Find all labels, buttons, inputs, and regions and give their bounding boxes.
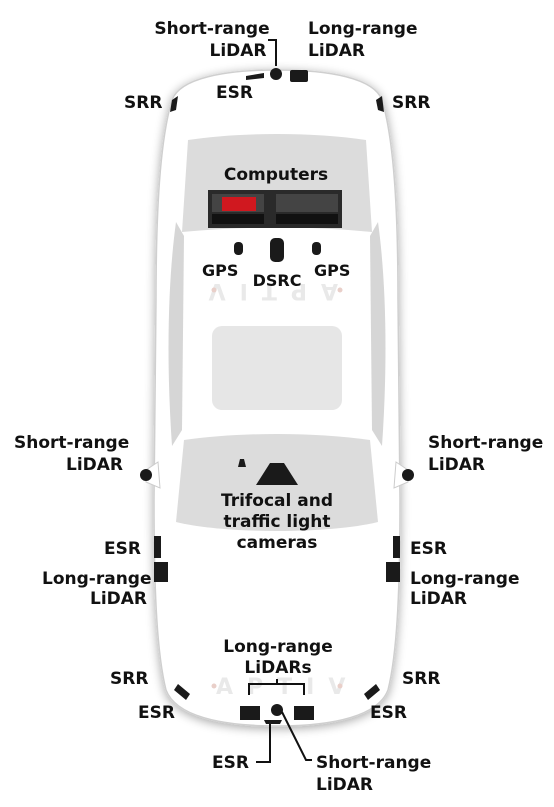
left-long-range-lidar-label-line2: LiDAR bbox=[90, 589, 147, 609]
sunroof bbox=[212, 326, 342, 410]
left-short-range-lidar-label-line2: LiDAR bbox=[66, 455, 123, 475]
trifocal-camera-sensor bbox=[256, 463, 298, 485]
right-long-range-lidar-sensor bbox=[386, 562, 400, 582]
rear-short-range-lidar-label-line2: LiDAR bbox=[316, 775, 373, 795]
rear-right-long-range-lidar-sensor bbox=[294, 706, 314, 720]
cameras-label-line3: cameras bbox=[237, 533, 318, 553]
right-long-range-lidar-label-line1: Long-range bbox=[410, 569, 520, 589]
rear-short-range-lidar-sensor bbox=[271, 704, 283, 716]
front-left-srr-label: SRR bbox=[124, 93, 162, 113]
right-short-range-lidar-label-line2: LiDAR bbox=[428, 455, 485, 475]
left-short-range-lidar-sensor bbox=[140, 469, 152, 481]
dsrc-sensor bbox=[270, 238, 284, 262]
dsrc-label: DSRC bbox=[253, 271, 302, 290]
left-side-window bbox=[168, 222, 184, 446]
rear-center-esr-sensor bbox=[264, 720, 282, 724]
gps-left-label: GPS bbox=[202, 261, 238, 280]
rear-left-esr-label: ESR bbox=[138, 703, 175, 723]
front-right-srr-sensor bbox=[376, 96, 384, 112]
rear-left-srr-label: SRR bbox=[110, 669, 148, 689]
left-long-range-lidar-sensor bbox=[154, 562, 168, 582]
front-esr-sensor bbox=[246, 73, 264, 80]
rear-long-range-lidars-bracket bbox=[248, 679, 305, 695]
front-long-range-lidar-label-line1: Long-range bbox=[308, 19, 418, 39]
right-short-range-lidar-sensor bbox=[402, 469, 414, 481]
gps-right-sensor bbox=[312, 242, 321, 255]
cameras-label-line2: traffic light bbox=[224, 512, 331, 532]
gps-right-label: GPS bbox=[314, 261, 350, 280]
rear-left-srr-sensor bbox=[174, 684, 190, 700]
rear-esr-leader bbox=[256, 724, 271, 763]
front-right-srr-label: SRR bbox=[392, 93, 430, 113]
rear-long-range-lidars-label-line1: Long-range bbox=[223, 637, 333, 657]
brand-bottom: APTIV bbox=[216, 675, 359, 700]
front-short-range-lidar-leader bbox=[268, 39, 277, 66]
computer-red-module bbox=[222, 197, 256, 211]
front-esr-label: ESR bbox=[216, 83, 253, 103]
right-short-range-lidar-label-line1: Short-range bbox=[428, 433, 543, 453]
front-left-srr-sensor bbox=[170, 96, 178, 112]
rear-short-range-lidar-label-line1: Short-range bbox=[316, 753, 431, 773]
right-mirror bbox=[393, 461, 409, 489]
left-long-range-lidar-label-line1: Long-range bbox=[42, 569, 152, 589]
rear-right-srr-sensor bbox=[364, 684, 380, 700]
right-long-range-lidar-label-line2: LiDAR bbox=[410, 589, 467, 609]
right-esr-sensor bbox=[393, 536, 400, 558]
right-esr-label: ESR bbox=[410, 539, 447, 559]
rear-left-long-range-lidar-sensor bbox=[240, 706, 260, 720]
front-long-range-lidar-sensor bbox=[290, 70, 308, 82]
traffic-light-camera-sensor bbox=[238, 459, 246, 467]
rear-center-esr-label: ESR bbox=[212, 753, 249, 773]
left-mirror bbox=[145, 461, 161, 489]
front-long-range-lidar-label-line2: LiDAR bbox=[308, 41, 365, 61]
computers-unit bbox=[208, 190, 342, 228]
front-short-range-lidar-label-line1: Short-range bbox=[154, 19, 269, 39]
cameras-label-line1: Trifocal and bbox=[221, 491, 333, 511]
rear-right-srr-label: SRR bbox=[402, 669, 440, 689]
rear-right-esr-label: ESR bbox=[370, 703, 407, 723]
computers-label: Computers bbox=[224, 165, 328, 185]
right-side-window bbox=[370, 222, 386, 446]
left-esr-label: ESR bbox=[104, 539, 141, 559]
brand-top: APTIV bbox=[195, 278, 338, 303]
rear-short-range-lidar-leader bbox=[281, 711, 312, 761]
left-esr-sensor bbox=[154, 536, 161, 558]
rear-long-range-lidars-label-line2: LiDARs bbox=[244, 658, 311, 678]
left-short-range-lidar-label-line1: Short-range bbox=[14, 433, 129, 453]
gps-left-sensor bbox=[234, 242, 243, 255]
front-short-range-lidar-label-line2: LiDAR bbox=[209, 41, 266, 61]
front-short-range-lidar-sensor bbox=[270, 68, 282, 80]
